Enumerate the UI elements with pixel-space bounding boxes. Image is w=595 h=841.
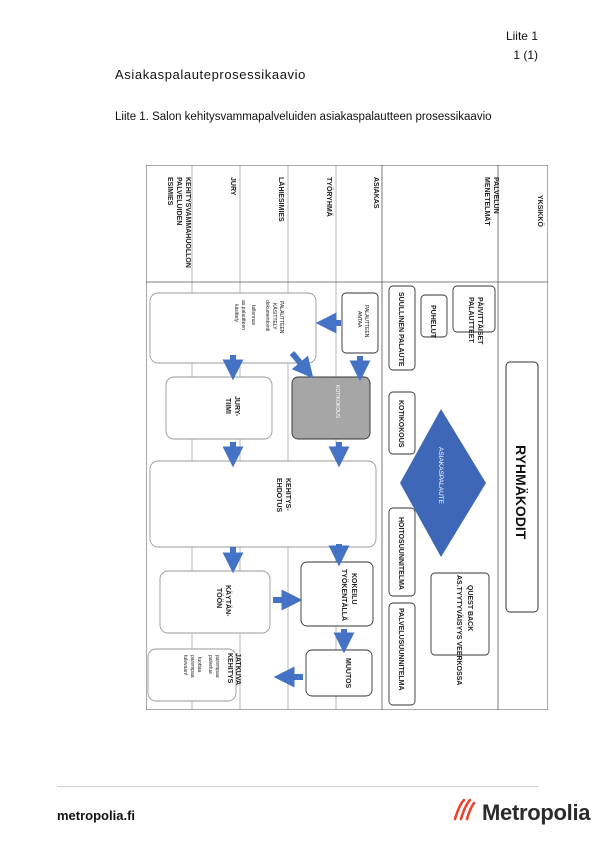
- lane-jury: JURY: [229, 177, 236, 196]
- house-meeting-box: [291, 376, 371, 440]
- arrow: [289, 351, 314, 379]
- method-house-meeting: [388, 391, 416, 455]
- feedback-handling-label: tallennus: [250, 305, 256, 326]
- continuous-development-label: JATKUVA: [234, 653, 241, 685]
- lane-esimies: KEHITYSVAMMAHUOLLON: [184, 177, 191, 268]
- house-meeting-label: KOTIKOKOUS: [334, 385, 340, 419]
- figure-caption: Liite 1. Salon kehitysvammapalveluiden a…: [115, 111, 492, 123]
- continuous-development-box: [147, 648, 237, 702]
- development-proposal-box: [149, 460, 377, 548]
- continuous-development-label: parempaa: [189, 655, 195, 678]
- implementation-label: KÄYTÄN-: [224, 585, 232, 617]
- development-proposal-label: KEHITYS-: [284, 478, 291, 511]
- method-daily-feedback: [452, 285, 496, 333]
- workplace-trial-label: TYÖKENTÄLLÄ: [340, 569, 349, 621]
- feedback-handling-label: as.palautteen: [240, 300, 246, 330]
- method-service-plan: [388, 602, 416, 706]
- method-care-plan-label: HOITOSUUNNITELMA: [397, 517, 404, 590]
- method-verbal: [388, 285, 416, 371]
- unit-box: [505, 361, 539, 613]
- method-verbal-label: SUULLINEN PALAUTE: [397, 292, 404, 367]
- change-label: MUUTOS: [344, 658, 351, 689]
- feedback-handling-label: käsittely: [233, 304, 239, 323]
- lane-esimies: PALVELUIDEN: [175, 177, 182, 225]
- feedback-handling-label: PALAUTTEEN: [278, 301, 284, 334]
- footer-link[interactable]: metropolia.fi: [57, 808, 136, 823]
- method-care-plan: [388, 507, 416, 597]
- continuous-development-label: tulevaan!: [182, 655, 188, 675]
- hub-label: ASIAKASPALAUTE: [437, 447, 444, 505]
- continuous-development-label: parempaa: [214, 655, 220, 678]
- workplace-trial-label: KOKEILU: [350, 573, 357, 605]
- footer-divider: [57, 786, 538, 787]
- feedback-handling-box: [149, 292, 317, 364]
- workplace-trial-box: [300, 561, 374, 627]
- lane-tyoryhma: TYÖRYHMÄ: [325, 177, 334, 217]
- process-diagram: YKSIKKÖ PALVELUN MENETELMÄT ASIAKAS TYÖR…: [146, 165, 548, 710]
- lane-menetelmat: MENETELMÄT: [483, 177, 491, 226]
- jury-team-box: [165, 376, 273, 440]
- unit-label: RYHMÄKODIT: [513, 445, 529, 540]
- change-box: [305, 649, 373, 697]
- implementation-label: TÖÖN: [215, 588, 224, 608]
- lane-esimies: ESIMIES: [166, 177, 173, 206]
- method-house-meeting-label: KOTIKOKOUS: [397, 400, 404, 448]
- lane-asiakas: ASIAKAS: [372, 177, 379, 209]
- metropolia-logo: Metropolia: [452, 797, 591, 828]
- implementation-box: [159, 570, 271, 634]
- logo-text: Metropolia: [482, 799, 591, 825]
- method-questback: [430, 572, 490, 656]
- continuous-development-label: palvelua: [207, 655, 213, 674]
- continuous-development-label: tuottaa: [196, 657, 202, 673]
- metropolia-mark-icon: [452, 797, 478, 828]
- document-title: Asiakaspalauteprosessikaavio: [115, 67, 306, 82]
- lane-menetelmat: PALVELUN: [492, 177, 499, 214]
- lane-lahiesimies: LÄHIESIMIES: [277, 177, 285, 222]
- page-number: 1 (1): [513, 48, 538, 62]
- continuous-development-label: KEHITYS: [226, 653, 233, 684]
- development-proposal-label: EHDOTUS: [275, 478, 282, 513]
- method-service-plan-label: PALVELUSUUNNITELMA: [397, 608, 404, 691]
- method-calls-label: PUHELUT: [429, 305, 436, 339]
- method-questback-label: QUEST BACK: [466, 585, 473, 631]
- give-feedback-box: [341, 292, 379, 354]
- flow-arrows: [222, 312, 371, 688]
- lane-yksikko: YKSIKKÖ: [536, 195, 545, 227]
- jury-team-label: JURY-: [233, 396, 240, 417]
- method-daily-label: PÄIVITTÄISET: [476, 297, 484, 345]
- jury-team-label: TIIMI: [224, 398, 231, 414]
- method-daily-label: PALAUTTEET: [467, 297, 474, 343]
- feedback-handling-label: KÄSITTELY: [271, 303, 278, 330]
- give-feedback-label: PALAUTTEEN: [363, 305, 369, 338]
- give-feedback-label: ANTAA: [356, 311, 362, 328]
- feedback-hub: [400, 409, 486, 557]
- method-questback-label: AS.TYYTYVÄISYYS VEERKOSSA: [455, 575, 463, 685]
- attachment-label: Liite 1: [505, 29, 538, 43]
- feedback-handling-label: dokumentointi: [264, 300, 270, 331]
- method-calls: [420, 294, 448, 338]
